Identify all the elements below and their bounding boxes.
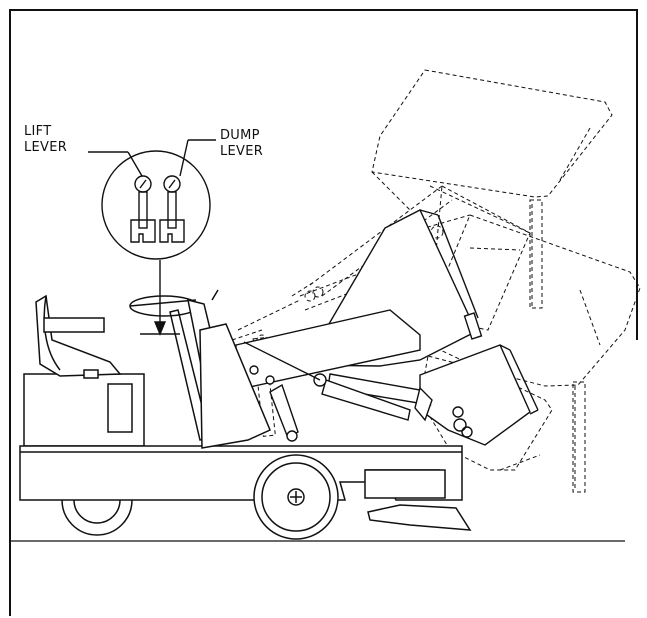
lift-lever-label: LIFT LEVER — [24, 124, 67, 156]
sweeper-body — [19, 289, 472, 540]
dump-lever-label: DUMP LEVER — [220, 128, 263, 160]
lever-inset — [88, 139, 216, 336]
lift-label-line-2: LEVER — [24, 140, 68, 155]
dump-label-line-1: DUMP — [220, 128, 260, 143]
lift-arm-solid — [235, 309, 433, 442]
dump-label-line-2: LEVER — [220, 144, 264, 159]
frame-border — [9, 9, 638, 616]
lift-label-line-1: LIFT — [24, 124, 52, 139]
